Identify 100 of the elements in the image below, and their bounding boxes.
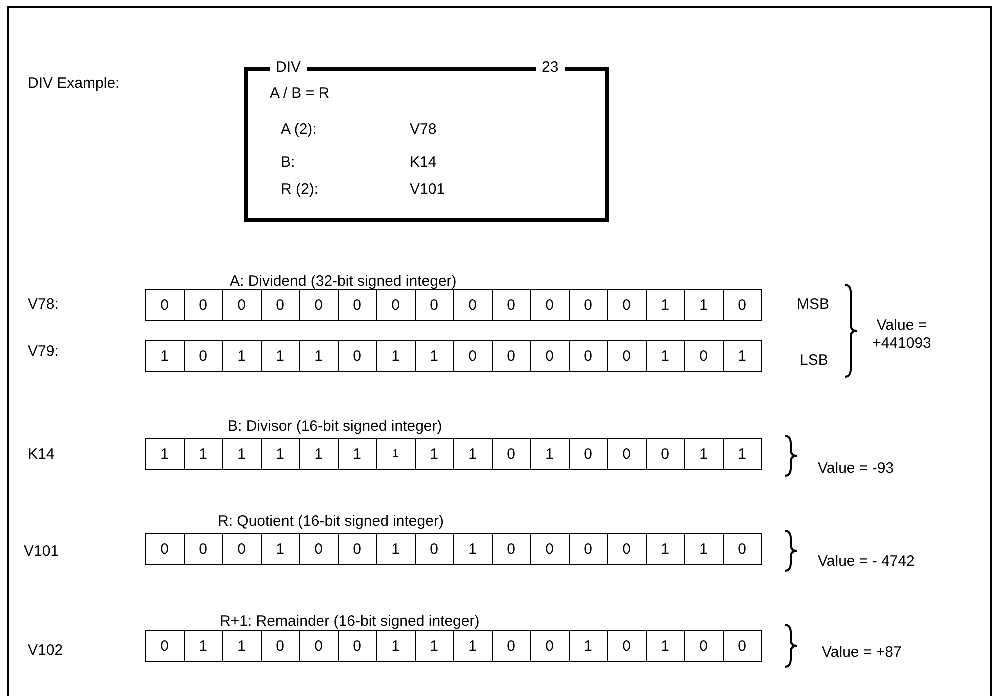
bit-field: 0 (684, 340, 724, 372)
bit-field: 1 (646, 630, 685, 662)
bit-field: 1 (376, 533, 416, 565)
bit-field: 1 (260, 533, 300, 565)
bit-field: 0 (607, 340, 646, 372)
bit-field: 0 (299, 533, 338, 565)
value-label: Value = -93 (818, 460, 894, 478)
bit-field: 1 (338, 438, 377, 470)
register-name: K14 (28, 446, 55, 464)
bit-field: 0 (260, 289, 300, 321)
bit-field: 1 (453, 438, 492, 470)
bit-field: 1 (376, 630, 416, 662)
bit-field: 1 (222, 630, 262, 662)
bit-field: 0 (145, 533, 184, 565)
bit-field: 1 (684, 533, 724, 565)
bit-field: 0 (338, 533, 377, 565)
bit-field: 0 (492, 630, 531, 662)
bit-field: 1 (376, 340, 416, 372)
bit-field: 1 (260, 340, 300, 372)
bit-field: 0 (568, 340, 608, 372)
bit-field: 1 (646, 289, 685, 321)
bit-field: 0 (222, 533, 262, 565)
bit-field: 0 (184, 289, 223, 321)
register-name: V78: (28, 296, 59, 314)
register-name: V79: (28, 343, 59, 361)
bit-field: 0 (492, 289, 531, 321)
value-label: Value = - 4742 (818, 553, 915, 571)
register-name: V101 (24, 543, 60, 561)
bit-field: 0 (607, 533, 646, 565)
bit-field: 1 (646, 533, 685, 565)
bit-field: 0 (722, 533, 762, 565)
bit-field: 0 (338, 289, 377, 321)
bit-field: 0 (184, 340, 223, 372)
bit-field: 1 (414, 438, 454, 470)
bit-field: 1 (722, 340, 762, 372)
bit-field: 0 (414, 289, 454, 321)
operand-value: V101 (410, 181, 446, 199)
bit-field: 1 (222, 438, 262, 470)
bit-field: 0 (184, 533, 223, 565)
operand-name: B: (281, 154, 296, 172)
bit-field: 0 (722, 630, 762, 662)
formula-text: A / B = R (270, 85, 330, 103)
bit-field: 1 (222, 340, 262, 372)
bit-field: 0 (530, 630, 570, 662)
bit-field: 1 (453, 630, 492, 662)
bit-field: 0 (568, 533, 608, 565)
bit-field: 1 (184, 630, 223, 662)
bit-field: 1 (568, 630, 608, 662)
bit-field: 0 (145, 630, 184, 662)
bit-field: 1 (184, 438, 223, 470)
row-title: R: Quotient (16-bit signed integer) (218, 513, 444, 531)
bit-field: 0 (530, 533, 570, 565)
bit-field: 0 (568, 289, 608, 321)
bit-field: 0 (376, 289, 416, 321)
bit-field: 0 (492, 533, 531, 565)
bit-field: 1 (145, 340, 184, 372)
bit-field: 0 (607, 630, 646, 662)
bit-field: 0 (492, 340, 531, 372)
bit-field: 1 (414, 340, 454, 372)
bit-field: 0 (722, 289, 762, 321)
row-title: B: Divisor (16-bit signed integer) (228, 418, 442, 436)
bit-field: 0 (222, 289, 262, 321)
bit-field: 0 (607, 289, 646, 321)
bit-field: 1 (299, 340, 338, 372)
bit-field: 1 (414, 630, 454, 662)
bit-field: 0 (145, 289, 184, 321)
bit-field: 1 (530, 438, 570, 470)
register-name: V102 (28, 642, 64, 660)
bit-field: 0 (260, 630, 300, 662)
row-title: A: Dividend (32-bit signed integer) (230, 273, 457, 291)
example-title: DIV Example: (28, 75, 120, 93)
bit-field: 0 (607, 438, 646, 470)
bit-field: 0 (646, 438, 685, 470)
bit-field: 1 (299, 438, 338, 470)
byte-order-label: MSB (797, 296, 830, 314)
byte-order-label: LSB (800, 352, 828, 370)
operand-name: R (2): (281, 181, 318, 199)
bit-field: 0 (338, 340, 377, 372)
value-label: Value = +87 (822, 644, 902, 662)
bit-field: 0 (299, 630, 338, 662)
bit-field: 0 (299, 289, 338, 321)
bit-field: 1 (646, 340, 685, 372)
operand-name: A (2): (281, 121, 317, 139)
bit-field: 0 (453, 340, 492, 372)
bit-field: 1 (684, 438, 724, 470)
bit-field: 0 (414, 533, 454, 565)
bit-field: 0 (568, 438, 608, 470)
bit-field: 0 (530, 289, 570, 321)
bit-field: 1 (722, 438, 762, 470)
row-title: R+1: Remainder (16-bit signed integer) (220, 613, 480, 631)
bit-field: 1 (376, 438, 416, 470)
bit-field: 0 (338, 630, 377, 662)
bit-field: 0 (453, 289, 492, 321)
value-label: Value = +441093 (872, 317, 932, 353)
operand-value: K14 (410, 154, 437, 172)
bit-field: 1 (453, 533, 492, 565)
operand-value: V78 (410, 121, 437, 139)
bit-field: 0 (684, 630, 724, 662)
bit-field: 1 (145, 438, 184, 470)
bit-field: 1 (684, 289, 724, 321)
